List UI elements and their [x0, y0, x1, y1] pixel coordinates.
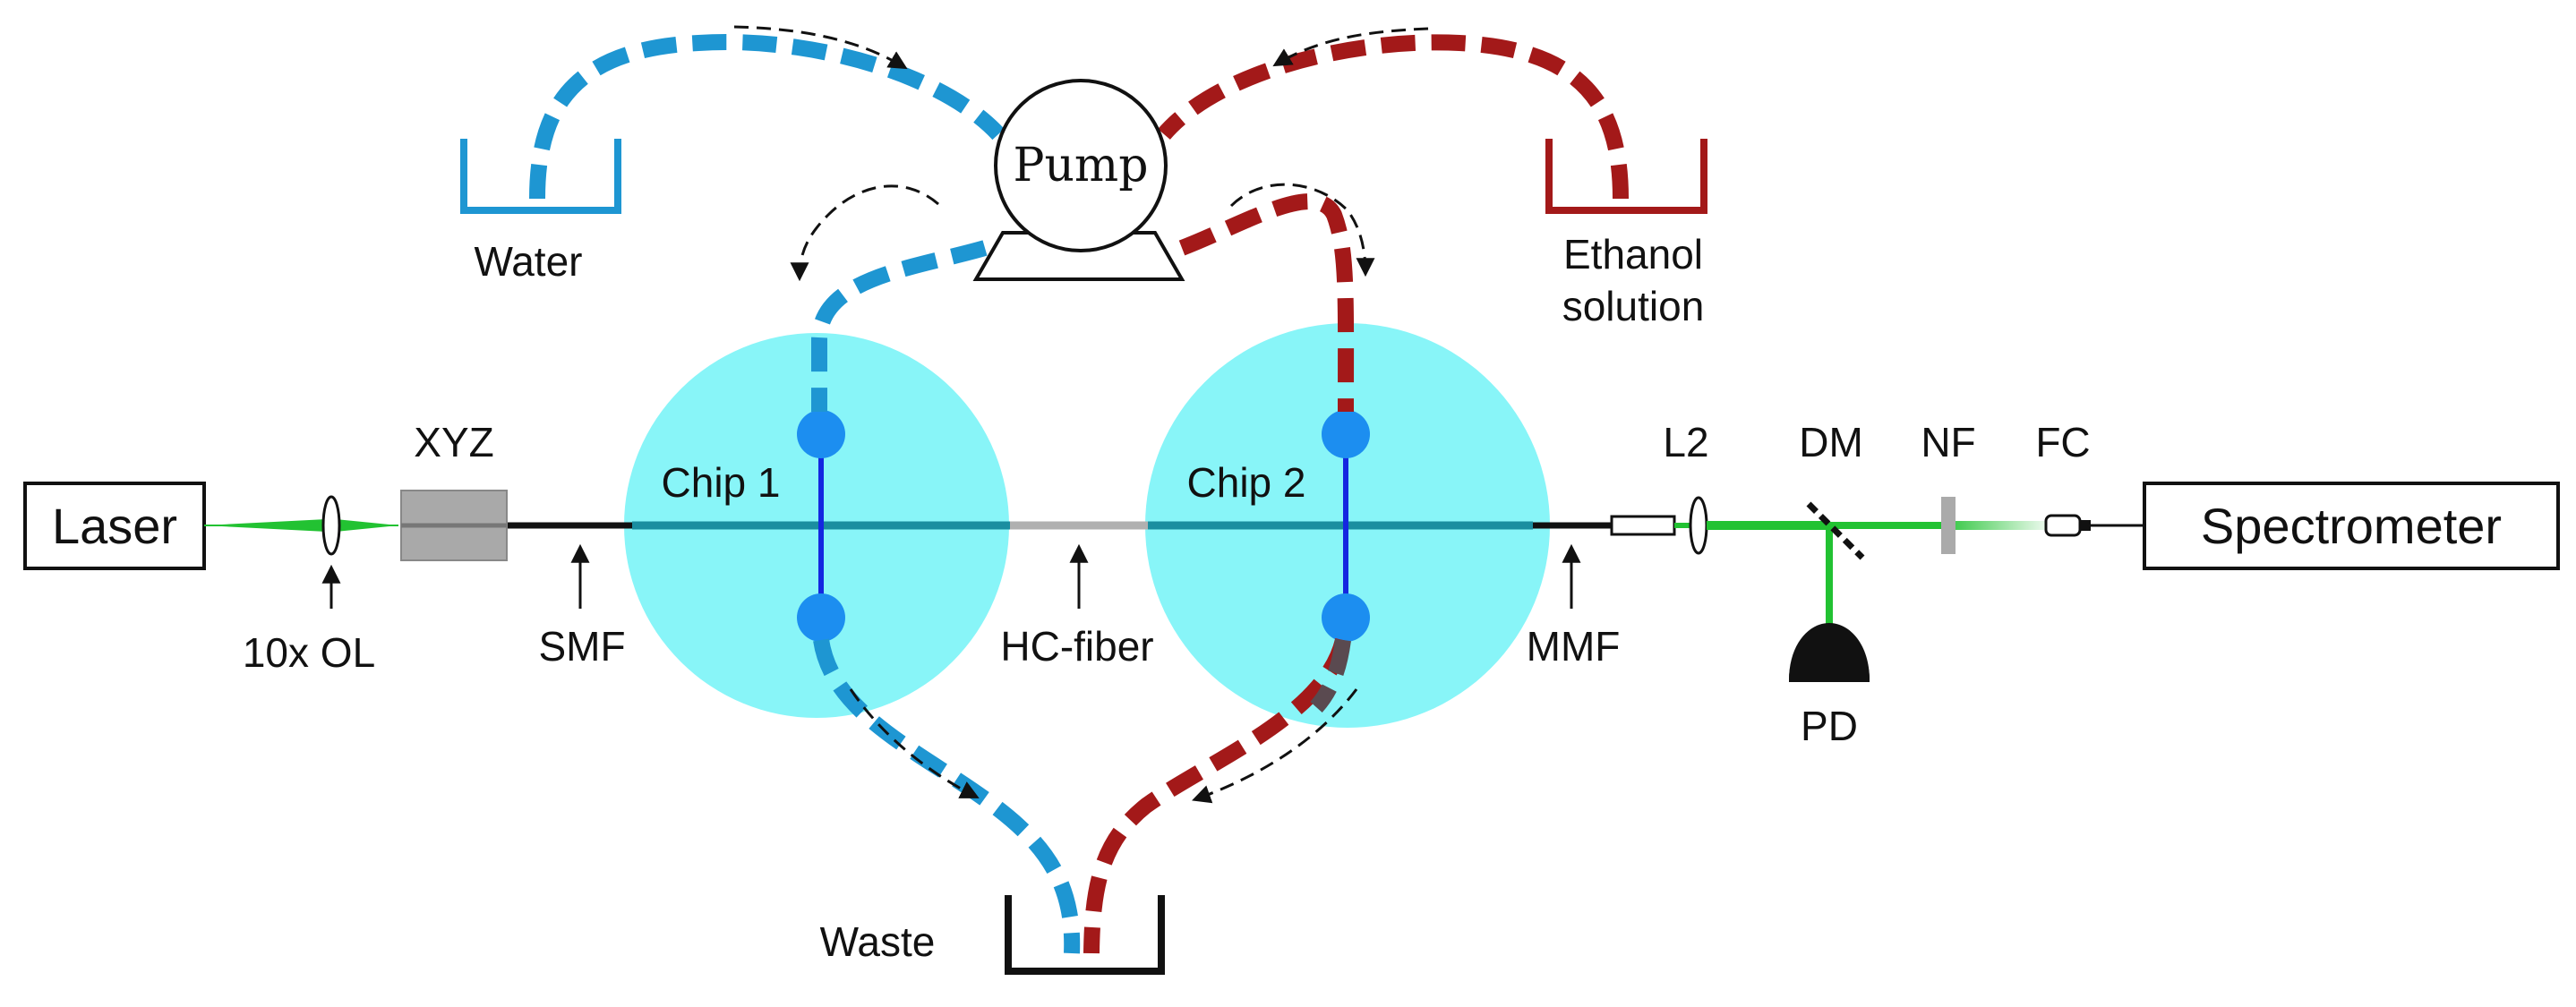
- flow-arrow-water-in: [733, 25, 908, 70]
- laser-label: Laser: [52, 498, 177, 554]
- dichroic-mirror: [1806, 501, 1865, 560]
- fc-label: FC: [2035, 419, 2090, 465]
- fiber-coupler-tip: [2080, 520, 2091, 531]
- photodiode-body: [1789, 623, 1870, 680]
- water-to-chip1-tube: [811, 240, 988, 412]
- notch-filter: [1941, 497, 1956, 554]
- mmf-label: MMF: [1527, 623, 1621, 670]
- hc-fiber-label: HC-fiber: [1000, 623, 1153, 670]
- chip-1-outlet-port: [797, 593, 845, 642]
- smf-label: SMF: [538, 623, 625, 670]
- ethanol-reservoir: [1545, 139, 1707, 214]
- pd-label: PD: [1801, 703, 1858, 749]
- water-inlet-tube: [529, 34, 1005, 200]
- spectrometer-label: Spectrometer: [2201, 498, 2502, 554]
- waste-label: Waste: [820, 918, 936, 965]
- spectrometer-box: [2143, 482, 2560, 570]
- ethanol-inlet-tube: [1158, 34, 1629, 200]
- ethanol-label-line2: solution: [1562, 283, 1705, 329]
- ethanol-to-chip2-tube: [1178, 193, 1355, 413]
- flow-arrow-water-chip1: [790, 184, 939, 282]
- waste-reservoir: [1005, 895, 1165, 975]
- chip-1-label: Chip 1: [662, 459, 781, 506]
- l2-label: L2: [1663, 419, 1708, 465]
- chip2-to-waste-tube: [1083, 637, 1351, 954]
- ethanol-label-line1: Ethanol: [1563, 231, 1703, 277]
- dm-label: DM: [1799, 419, 1863, 465]
- chip2-outlet-gray-segment: [1310, 638, 1351, 713]
- flow-arrow-chip1-waste: [849, 688, 980, 798]
- flow-arrow-ethanol-in: [1272, 27, 1429, 67]
- pump-label: Pump: [1013, 139, 1148, 192]
- chip1-to-waste-tube: [813, 638, 1081, 954]
- chip-2-label: Chip 2: [1187, 459, 1306, 506]
- fiber-connector: [1610, 515, 1676, 536]
- chip-2-inlet-port: [1322, 410, 1370, 458]
- chip-1-inlet-port: [797, 410, 845, 458]
- lens-l2: [1689, 496, 1708, 555]
- laser-box: [23, 482, 206, 570]
- chip-2-outlet-port: [1322, 593, 1370, 642]
- objective-label: 10x OL: [243, 629, 375, 676]
- flow-arrow-chip2-waste: [1192, 688, 1358, 804]
- water-label: Water: [475, 238, 583, 285]
- filtered-beam: [1956, 521, 2045, 530]
- pump-base: [972, 231, 1185, 281]
- xyz-label: XYZ: [414, 419, 493, 465]
- fiber-coupler: [2044, 514, 2082, 537]
- flow-arrow-ethanol-chip2: [1229, 183, 1375, 277]
- nf-label: NF: [1921, 419, 1975, 465]
- pump-head: [994, 79, 1168, 252]
- objective-lens: [321, 495, 341, 556]
- water-reservoir: [460, 139, 621, 214]
